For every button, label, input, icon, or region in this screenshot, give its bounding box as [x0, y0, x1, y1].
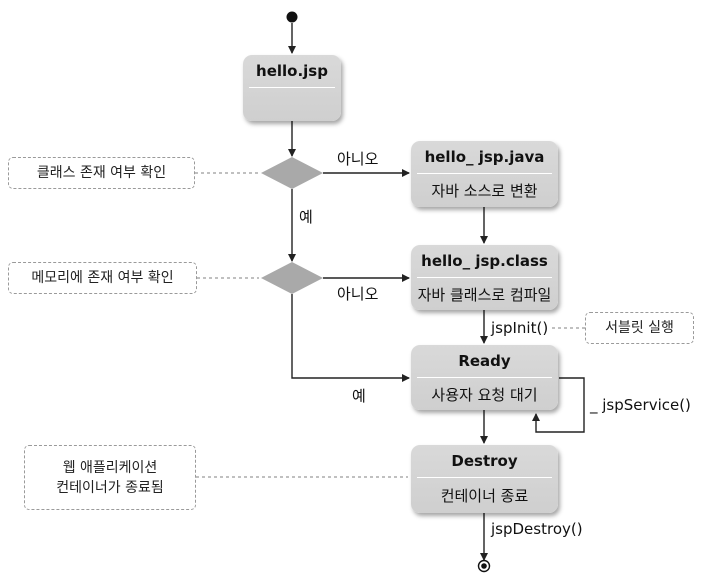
note-class-check-text: 클래스 존재 여부 확인: [36, 165, 167, 181]
stage-hello-class: hello_ jsp.class 자바 클래스로 컴파일: [411, 245, 558, 310]
stage-hello-java: hello_ jsp.java 자바 소스로 변환: [411, 141, 558, 207]
label-no-1: 아니오: [337, 150, 379, 168]
label-yes-1: 예: [299, 208, 313, 226]
stage-divider: [417, 277, 552, 278]
note-servlet-run-text: 서블릿 실행: [605, 320, 674, 336]
stage-destroy-title: Destroy: [451, 452, 518, 470]
label-no-2: 아니오: [337, 285, 379, 303]
decision-memory-exists: [261, 262, 323, 294]
note-class-check: 클래스 존재 여부 확인: [8, 157, 195, 189]
stage-hello-java-desc: 자바 소스로 변환: [431, 182, 538, 200]
label-jsp-init: jspInit(): [491, 319, 549, 337]
stage-hello-jsp-title: hello.jsp: [256, 62, 328, 80]
stage-ready-desc: 사용자 요청 대기: [431, 385, 538, 404]
note-app-end-line1: 웹 애플리케이션: [62, 459, 158, 476]
stage-destroy: Destroy 컨테이너 종료: [411, 445, 558, 513]
decision-class-exists: [261, 157, 323, 189]
stage-destroy-desc: 컨테이너 종료: [440, 487, 529, 505]
stage-divider: [417, 477, 552, 478]
stage-divider: [249, 87, 335, 88]
label-jsp-destroy: jspDestroy(): [491, 520, 583, 538]
end-node: [477, 559, 491, 573]
note-app-end-line2: 컨테이너가 종료됨: [56, 479, 164, 496]
stage-hello-jsp: hello.jsp: [243, 55, 341, 121]
note-servlet-run: 서블릿 실행: [585, 312, 694, 344]
stage-hello-java-title: hello_ jsp.java: [424, 148, 545, 166]
stage-ready-title: Ready: [458, 352, 511, 370]
stage-ready: Ready 사용자 요청 대기: [411, 345, 558, 410]
stage-hello-class-desc: 자바 클래스로 컴파일: [417, 285, 552, 304]
label-yes-2: 예: [352, 387, 366, 405]
note-app-end: 웹 애플리케이션 컨테이너가 종료됨: [24, 445, 196, 510]
arrow-decision2-yes: [291, 294, 410, 382]
note-memory-check: 메모리에 존재 여부 확인: [8, 262, 197, 294]
label-jsp-service: _ jspService(): [590, 396, 691, 414]
arrow-jsp-service-loop: [532, 377, 585, 433]
stage-divider: [417, 377, 552, 378]
note-memory-check-text: 메모리에 존재 여부 확인: [31, 270, 174, 286]
start-node: [286, 11, 298, 23]
stage-hello-class-title: hello_ jsp.class: [421, 252, 548, 270]
stage-divider: [417, 173, 552, 174]
